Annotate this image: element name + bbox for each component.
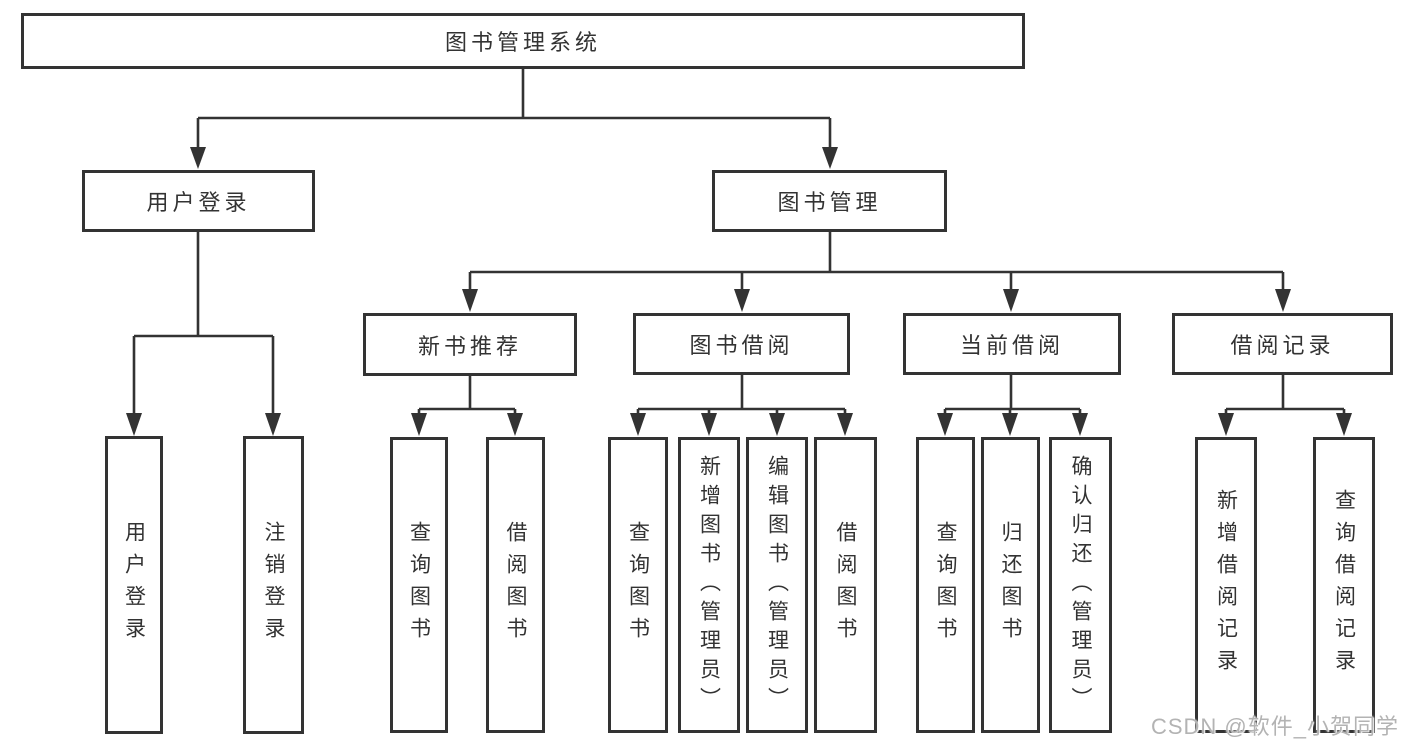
connector-book-management-to-level3	[462, 232, 1291, 312]
connector-current-borrow-to-leaves	[937, 374, 1088, 436]
connector-user-login-to-leaves	[126, 232, 281, 436]
leaf-user-login: 用户登录	[105, 436, 163, 734]
node-book-management: 图书管理	[712, 170, 947, 232]
node-new-book-recommend: 新书推荐	[363, 313, 577, 376]
leaf-borrow-edit-books-admin: 编辑图书（管理员）	[746, 437, 808, 733]
leaf-current-query-books: 查询图书	[916, 437, 975, 733]
leaf-logout: 注销登录	[243, 436, 304, 734]
node-current-borrow: 当前借阅	[903, 313, 1121, 375]
connector-book-borrow-to-leaves	[630, 374, 853, 436]
leaf-records-add-record: 新增借阅记录	[1195, 437, 1257, 733]
leaf-recommend-query-books: 查询图书	[390, 437, 448, 733]
connector-borrow-records-to-leaves	[1218, 374, 1352, 436]
leaf-records-query-record: 查询借阅记录	[1313, 437, 1375, 733]
node-user-login: 用户登录	[82, 170, 315, 232]
leaf-borrow-query-books: 查询图书	[608, 437, 668, 733]
connector-new-book-recommend-to-leaves	[411, 376, 523, 436]
csdn-watermark: CSDN @软件_小贺同学	[1150, 714, 1399, 739]
leaf-current-return-books: 归还图书	[981, 437, 1040, 733]
leaf-recommend-borrow-books: 借阅图书	[486, 437, 545, 733]
node-book-borrow: 图书借阅	[633, 313, 850, 375]
connector-root-to-level2	[190, 69, 838, 169]
node-borrow-records: 借阅记录	[1172, 313, 1393, 375]
leaf-borrow-add-books-admin: 新增图书（管理员）	[678, 437, 740, 733]
node-library-system: 图书管理系统	[21, 13, 1025, 69]
leaf-current-confirm-return-admin: 确认归还（管理员）	[1049, 437, 1112, 733]
leaf-borrow-borrow-books: 借阅图书	[814, 437, 877, 733]
